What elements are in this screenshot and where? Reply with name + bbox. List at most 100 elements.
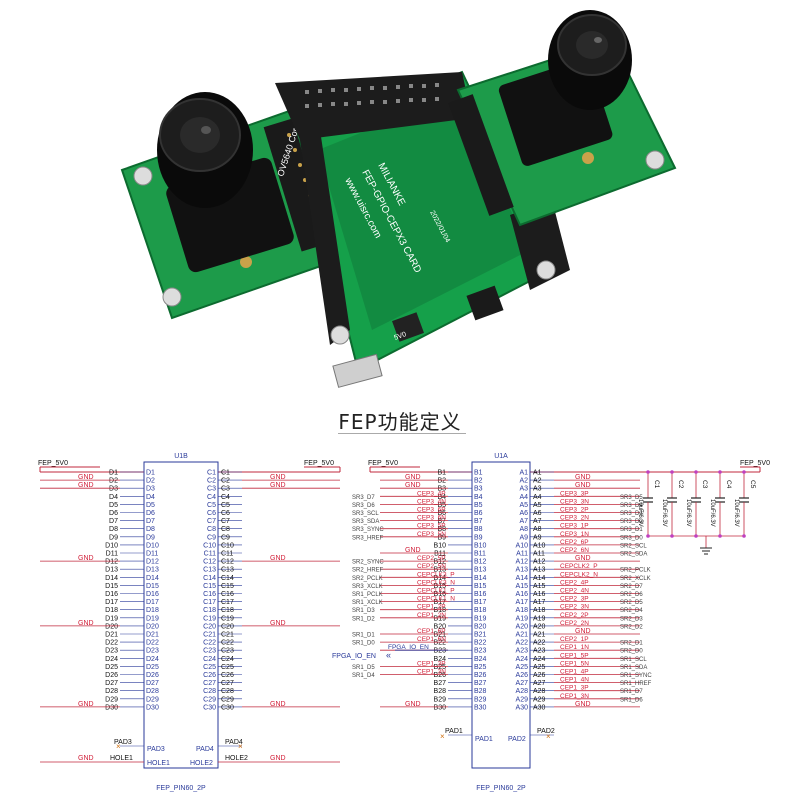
cap-ref: C1 <box>653 480 660 489</box>
u1a-net-label-left: CEP3_4N <box>417 498 446 505</box>
u1b-pin-num-right: C2 <box>221 478 230 485</box>
u1a-signal-label-left: SR2_SYNC <box>352 560 384 566</box>
u1b-pin-num-left: D9 <box>109 534 118 541</box>
u1a-part-name: FEP_PIN60_2P <box>476 785 526 792</box>
u1b-pin-name-left: D20 <box>146 623 159 630</box>
u1a-pin-name-left: B18 <box>474 607 487 614</box>
u1a-pin-num-right: A27 <box>533 680 546 687</box>
u1a-net-label-right: GND <box>575 474 591 481</box>
cap-ref: C3 <box>701 480 708 489</box>
u1b-pin-name-left: D15 <box>146 583 159 590</box>
u1b-pin-num-left: D7 <box>109 518 118 525</box>
u1a-signal-label-right: SR1_SCL <box>620 657 647 663</box>
u1b-pin-num-left: D21 <box>105 632 118 639</box>
u1a-pin-name-right: A12 <box>516 559 529 566</box>
u1a-pad1-no-connect: × <box>440 732 445 741</box>
u1a-pin-num-right: A22 <box>533 640 546 647</box>
u1b-pin-name-right: C15 <box>203 583 216 590</box>
u1a-power-label-right: FEP_5V0 <box>740 460 770 467</box>
u1a-pin-name-right: A17 <box>516 599 529 606</box>
cap-ref: C2 <box>677 480 684 489</box>
u1a-signal-label-right: SR3_D5 <box>620 495 643 501</box>
u1a-net-label-right: CEP2_4N <box>560 588 589 595</box>
u1a-net-label-right: CEP1_4P <box>560 669 589 676</box>
u1a-pin-name-right: A23 <box>516 648 529 655</box>
u1a-signal-label-left: SR2_PCLK <box>352 576 383 582</box>
u1b-pin-name-left: D8 <box>146 526 155 533</box>
u1a-pin-num-left: B23 <box>434 648 447 655</box>
u1a-net-label-right: CEP2_4P <box>560 579 589 586</box>
junction-dot <box>742 470 746 474</box>
u1a-pin-num-left: B20 <box>434 623 447 630</box>
u1a-pin-name-right: A25 <box>516 664 529 671</box>
u1b-pin-num-left: D4 <box>109 494 118 501</box>
u1b-pin-num-left: D6 <box>109 510 118 517</box>
u1a-pin-name-right: A27 <box>516 680 529 687</box>
u1b-pin-name-left: D29 <box>146 696 159 703</box>
u1a-signal-label-right: SR3_D3 <box>620 511 643 517</box>
u1a-pin-name-left: B7 <box>474 518 483 525</box>
u1b-pin-name-left: D19 <box>146 615 159 622</box>
u1b-power-label-right: FEP_5V0 <box>304 460 334 467</box>
u1b-pin-num-left: D22 <box>105 640 118 647</box>
u1a-pin-num-right: A6 <box>533 510 542 517</box>
u1b-net-label-left: GND <box>78 555 94 562</box>
u1b-pin-num-left: D1 <box>109 470 118 477</box>
u1a-pin-num-left: B15 <box>434 583 447 590</box>
u1a-signal-label-right: SR2_D7 <box>620 584 643 590</box>
u1a-pin-name-right: A19 <box>516 615 529 622</box>
u1b-pin-name-left: D21 <box>146 632 159 639</box>
u1a-pin-num-left: B7 <box>437 518 446 525</box>
u1a-pin-num-left: B10 <box>434 542 447 549</box>
cap-value: 10uF/6.3V <box>733 499 739 527</box>
u1a-pin-name-right: A4 <box>519 494 528 501</box>
u1b-pin-num-right: C8 <box>221 526 230 533</box>
cap-ref: C5 <box>749 480 756 489</box>
u1a-pin-num-left: B8 <box>437 526 446 533</box>
u1b-pin-num-left: D14 <box>105 575 118 582</box>
u1b-net-label-right: GND <box>270 620 286 627</box>
u1b-pin-num-left: D28 <box>105 688 118 695</box>
u1a-pin-num-right: A25 <box>533 664 546 671</box>
u1b-hole2-net: GND <box>270 755 286 762</box>
junction-dot <box>718 470 722 474</box>
u1a-pin-num-right: A18 <box>533 607 546 614</box>
u1a-pin-num-right: A13 <box>533 567 546 574</box>
u1a-pin-num-left: B25 <box>434 664 447 671</box>
u1b-pin-num-left: D29 <box>105 696 118 703</box>
u1b-pin-name-left: D4 <box>146 494 155 501</box>
cap-value: 10uF/6.3V <box>709 499 715 527</box>
u1a-pin-num-left: B30 <box>434 704 447 711</box>
u1a-pin-num-left: B16 <box>434 591 447 598</box>
u1b-pin-name-right: C17 <box>203 599 216 606</box>
u1a-signal-label-right: SR2_D1 <box>620 641 643 647</box>
u1a-net-label-right: CEP3_3N <box>560 498 589 505</box>
u1b-pin-num-right: C22 <box>221 640 234 647</box>
u1a-pad2-name: PAD2 <box>508 736 526 743</box>
u1b-net-label-right: GND <box>270 482 286 489</box>
u1b-pin-num-left: D30 <box>105 704 118 711</box>
u1b-pin-name-right: C4 <box>207 494 216 501</box>
u1a-net-label-left: CEP1_6N <box>417 636 446 643</box>
u1a-pin-name-right: A15 <box>516 583 529 590</box>
u1a-net-label-right: CEP3_1N <box>560 531 589 538</box>
u1a-pin-name-right: A9 <box>519 534 528 541</box>
u1a-signal-label-right: SR3_D0 <box>620 535 643 541</box>
u1a-net-label-left: CEP3_5N <box>417 531 446 538</box>
u1a-pin-name-left: B22 <box>474 640 487 647</box>
fpga-io-en-port-label: FPGA_IO_EN <box>332 653 376 660</box>
u1a-pin-num-left: B14 <box>434 575 447 582</box>
u1a-signal-label-right: SR1_HREF <box>620 681 652 687</box>
u1a-pin-name-left: B29 <box>474 696 487 703</box>
u1a-pin-name-right: A29 <box>516 696 529 703</box>
u1a-pin-name-left: B21 <box>474 632 487 639</box>
u1b-pin-name-right: C1 <box>207 470 216 477</box>
right-camera-module <box>448 10 677 227</box>
u1b-pin-num-left: D19 <box>105 615 118 622</box>
u1b-pin-num-right: C10 <box>221 542 234 549</box>
u1a-net-label-left: CEPCLK1_P <box>417 588 455 595</box>
u1a-net-label-right: CEP2_2N <box>560 620 589 627</box>
board-photo: OV5640 Core MILIANKE FEP-GPIO-CEPX3 CARD… <box>120 10 677 388</box>
